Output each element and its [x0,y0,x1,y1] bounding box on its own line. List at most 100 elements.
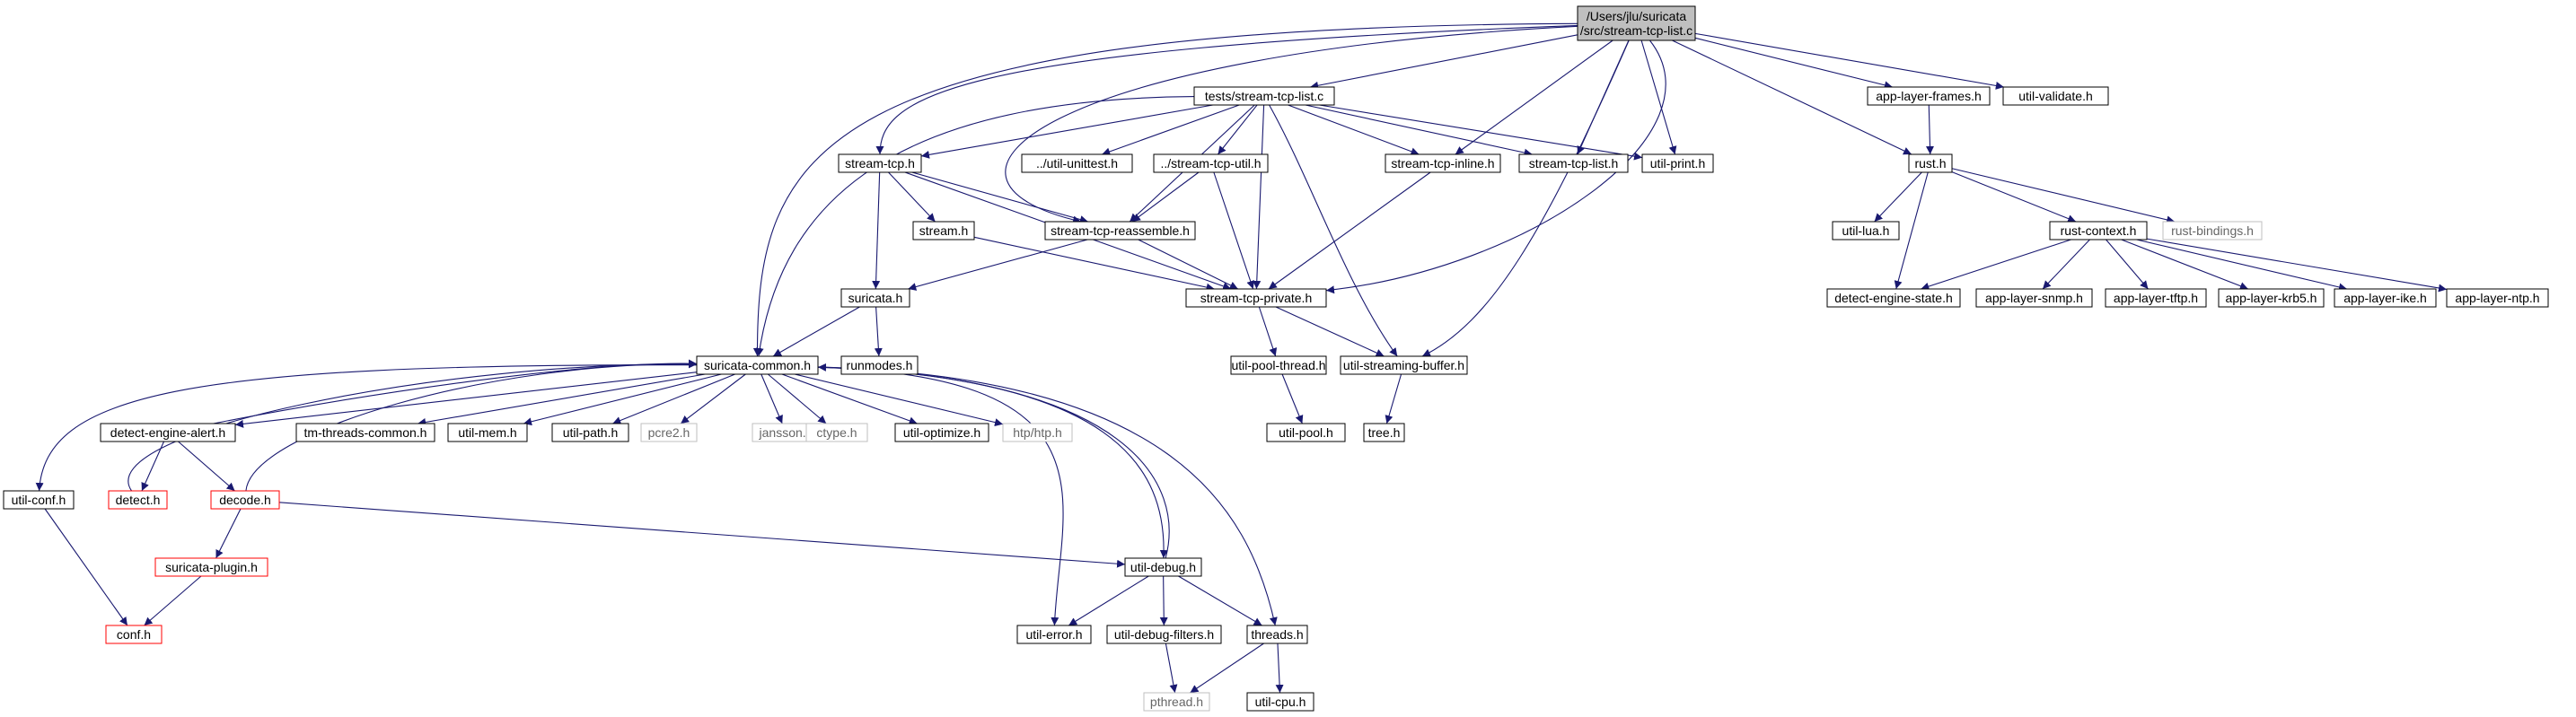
node-alike[interactable]: app-layer-ike.h [2334,288,2437,308]
node-uerror[interactable]: util-error.h [1016,625,1092,644]
node-box [1975,288,2093,308]
edge-rustctx-alntp [2146,238,2448,293]
node-udebug[interactable]: util-debug.h [1124,557,1202,577]
node-tests[interactable]: tests/stream-tcp-list.c [1193,86,1335,106]
edge-streamtcp-suricata [872,171,881,290]
node-udebugf[interactable]: util-debug-filters.h [1106,625,1222,644]
edge-decode-scommon [245,360,698,492]
edge-scommon-ctype [767,373,827,424]
node-label: app-layer-snmp.h [1985,291,2083,305]
node-box [1246,625,1308,644]
node-rust[interactable]: rust.h [1908,153,1953,173]
node-alf[interactable]: app-layer-frames.h [1867,86,1991,106]
node-stcpinline[interactable]: stream-tcp-inline.h [1385,153,1501,173]
edge-rustctx-des [1921,239,2071,291]
node-altftp[interactable]: app-layer-tftp.h [2105,288,2207,308]
node-label: tm-threads-common.h [304,425,427,440]
node-ucpu[interactable]: util-cpu.h [1246,692,1314,712]
node-box [1641,153,1714,173]
node-usb[interactable]: util-streaming-buffer.h [1340,355,1468,375]
node-label: util-conf.h [12,493,66,507]
edge-udebug-threads [1178,575,1262,626]
node-box [1124,557,1202,577]
node-root[interactable]: /Users/jlu/suricata/src/stream-tcp-list.… [1577,5,1696,41]
node-streamtcp[interactable]: stream-tcp.h [838,153,922,173]
edge-scommon-dea [234,372,698,428]
node-box [210,490,280,510]
edge-rust-ulua [1874,171,1922,223]
edge-tests-uunittest [1102,104,1240,156]
node-box [894,423,989,442]
node-suricata[interactable]: suricata.h [840,288,910,308]
node-stcputil[interactable]: ../stream-tcp-util.h [1153,153,1269,173]
node-threads[interactable]: threads.h [1246,625,1308,644]
node-tree[interactable]: tree.h [1363,423,1405,442]
edge-rustctx-alike [2136,239,2348,292]
node-conf[interactable]: conf.h [105,625,163,644]
edge-root-uvalidate [1694,32,2004,90]
node-stcplist[interactable]: stream-tcp-list.h [1518,153,1629,173]
node-rustctx[interactable]: rust-context.h [2049,221,2148,240]
node-stcpreasm[interactable]: stream-tcp-reassemble.h [1044,221,1196,240]
node-box [2162,221,2263,240]
edge-scommon-jansson [760,373,783,424]
node-box [1826,288,1961,308]
node-box [1230,355,1327,375]
node-uconf[interactable]: util-conf.h [3,490,75,510]
node-label: detect-engine-alert.h [110,425,225,440]
node-label: pthread.h [1150,695,1203,709]
node-dea[interactable]: detect-engine-alert.h [100,423,236,442]
node-box [447,423,528,442]
node-label: tree.h [1368,425,1401,440]
edge-root-streamtcp [875,24,1578,155]
edge-scommon-tmthreads [418,373,706,426]
edge-threads-ucpu [1275,643,1284,694]
node-label: ctype.h [816,425,857,440]
node-tmthreads[interactable]: tm-threads-common.h [295,423,435,442]
node-box [108,490,168,510]
node-rustbind: rust-bindings.h [2162,221,2263,240]
node-label: runmodes.h [847,358,913,372]
node-label: stream-tcp-reassemble.h [1051,223,1190,238]
edge-tests-streamtcp [920,104,1214,159]
node-box [154,557,268,577]
node-box [2218,288,2325,308]
node-label: suricata.h [848,291,903,305]
node-label: util-mem.h [458,425,516,440]
node-decode[interactable]: decode.h [210,490,280,510]
node-label: app-layer-krb5.h [2226,291,2317,305]
node-label: threads.h [1251,627,1303,642]
node-label: tests/stream-tcp-list.c [1205,89,1323,103]
node-label: /src/stream-tcp-list.c [1580,23,1692,38]
node-scommon[interactable]: suricata-common.h [696,355,819,375]
node-runmodes[interactable]: runmodes.h [840,355,919,375]
node-detect[interactable]: detect.h [108,490,168,510]
edge-stcputil-stcppriv [1213,171,1255,290]
edge-root-usb [1421,39,1630,357]
node-stcppriv[interactable]: stream-tcp-private.h [1185,288,1327,308]
node-upool[interactable]: util-pool.h [1266,423,1346,442]
node-splugin[interactable]: suricata-plugin.h [154,557,268,577]
node-upoolthread[interactable]: util-pool-thread.h [1230,355,1327,375]
node-upath[interactable]: util-path.h [551,423,629,442]
edge-tests-stcppriv [1253,104,1265,290]
node-des[interactable]: detect-engine-state.h [1826,288,1961,308]
node-alkrb5[interactable]: app-layer-krb5.h [2218,288,2325,308]
node-ulua[interactable]: util-lua.h [1832,221,1900,240]
node-alsnmp[interactable]: app-layer-snmp.h [1975,288,2093,308]
node-uprint[interactable]: util-print.h [1641,153,1714,173]
node-label: util-streaming-buffer.h [1343,358,1464,372]
node-uvalidate[interactable]: util-validate.h [2002,86,2109,106]
node-uunittest[interactable]: ../util-unittest.h [1021,153,1133,173]
node-uoptimize[interactable]: util-optimize.h [894,423,989,442]
node-box [1266,423,1346,442]
file-nodes: /Users/jlu/suricata/src/stream-tcp-list.… [3,5,2549,712]
edge-root-uprint [1640,39,1677,155]
node-stream[interactable]: stream.h [912,221,975,240]
node-alntp[interactable]: app-layer-ntp.h [2446,288,2549,308]
node-umem[interactable]: util-mem.h [447,423,528,442]
node-label: util-pool-thread.h [1231,358,1325,372]
edge-udebug-scommon [817,363,1170,559]
edge-suricata-scommon [772,306,860,357]
